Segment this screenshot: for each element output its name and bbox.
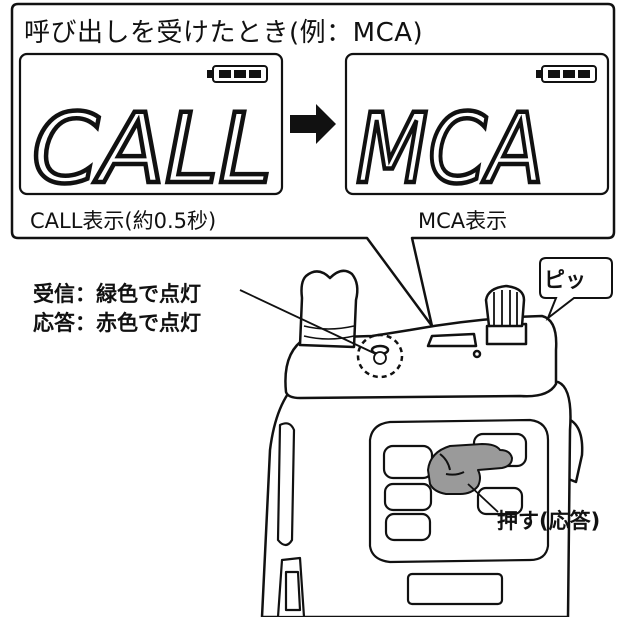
led-highlight-circle — [356, 333, 404, 379]
lcd-screen-left — [18, 52, 284, 196]
hand-icon — [427, 443, 513, 495]
knob-grooves — [493, 290, 518, 326]
led-leader — [239, 289, 377, 355]
beep-bubble — [539, 257, 613, 322]
lcd-text-left: CALL — [32, 93, 272, 205]
lcd-caption-left: CALL表示(約0.5秒) — [30, 209, 217, 233]
press-label: 押す(応答) — [497, 509, 601, 533]
push-leader — [467, 483, 499, 513]
beep-label: ピッ — [544, 268, 586, 292]
page-title: 呼び出しを受けたとき(例：MCA) — [24, 18, 424, 48]
led-label-receive: 受信：緑色で点灯 — [33, 282, 201, 306]
antenna-rings — [303, 325, 355, 340]
battery-full-icon — [207, 65, 268, 83]
led-indicator — [373, 351, 387, 365]
battery-full-icon — [536, 65, 597, 83]
lcd-screen-right — [344, 52, 610, 196]
led-label-respond: 応答：赤色で点灯 — [33, 311, 201, 335]
side-strip — [276, 422, 306, 619]
lcd-text-right: MCA — [356, 93, 544, 205]
lcd-caption-right: MCA表示 — [418, 209, 508, 233]
right-arrow-icon — [290, 104, 336, 144]
